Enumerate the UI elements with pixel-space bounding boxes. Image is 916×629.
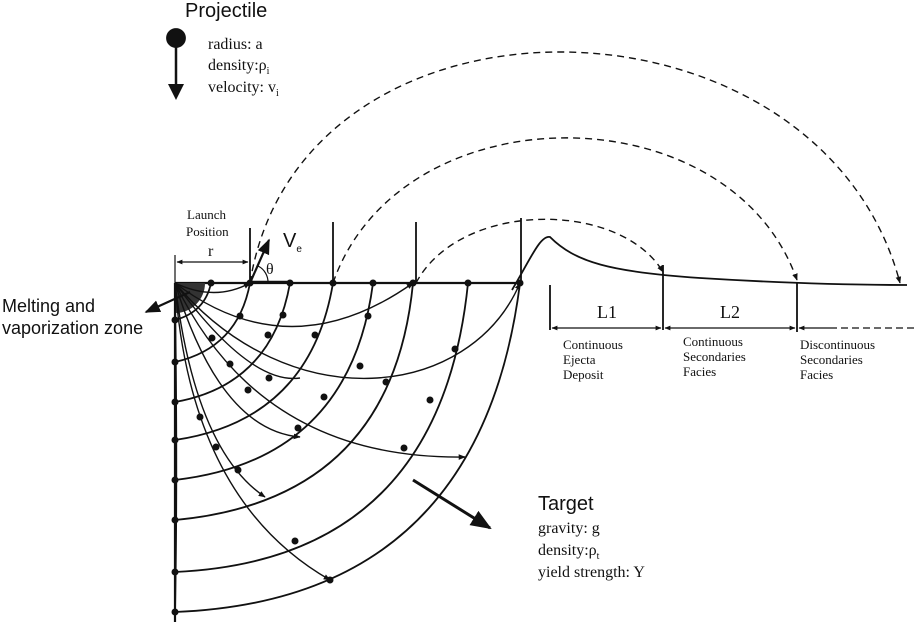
- projectile-radius: radius: a: [208, 36, 263, 53]
- target-gravity: gravity: g: [538, 520, 600, 537]
- theta-label: θ: [266, 261, 274, 278]
- excavation-streamlines: [174, 282, 521, 623]
- melting-label-1: Melting and: [2, 296, 96, 316]
- zone-label-line: Secondaries: [800, 351, 863, 367]
- projectile-icon: [166, 28, 186, 100]
- projectile-velocity-label: velocity: v: [208, 79, 276, 96]
- projectile-density-sub: i: [266, 66, 270, 78]
- projectile-density: density:ρi: [208, 57, 269, 78]
- zone-label-line: Continuous: [563, 337, 623, 352]
- projectile-density-label: density:ρ: [208, 57, 267, 74]
- continuous-ejecta-label: Continuous Ejecta Deposit: [563, 337, 623, 383]
- l1-label: L1: [597, 302, 617, 322]
- ve-label-main: V: [283, 230, 297, 252]
- ve-label-sub: e: [296, 244, 302, 255]
- ve-arrow: [248, 238, 271, 284]
- melting-zone-arrow: [144, 290, 191, 314]
- zone-label-line: Deposit: [563, 366, 604, 382]
- zone-label-line: Ejecta: [563, 351, 596, 367]
- target-density-label: density:ρ: [538, 542, 597, 559]
- projectile-velocity: velocity: vi: [208, 79, 279, 100]
- discontinuous-secondaries-label: Discontinuous Secondaries Facies: [800, 337, 876, 383]
- melting-label-2: vaporization zone: [2, 318, 144, 338]
- r-label: r: [208, 243, 214, 260]
- target-arrow: [412, 478, 492, 530]
- zone-label-line: Secondaries: [683, 348, 746, 364]
- grid-nodes: [171, 279, 524, 616]
- target-title: Target: [538, 493, 594, 515]
- ve-label: Ve: [283, 230, 302, 256]
- ballistic-trajectories: [249, 51, 902, 284]
- target-density-sub: t: [596, 551, 600, 563]
- projectile-velocity-sub: i: [275, 88, 279, 100]
- projectile-title: Projectile: [185, 0, 268, 22]
- zone-label-line: Facies: [800, 366, 834, 382]
- zone-label-line: Continuous: [683, 334, 743, 349]
- target-yield: yield strength: Y: [538, 564, 645, 581]
- launch-label-1: Launch: [187, 207, 226, 222]
- launch-label-2: Position: [186, 224, 229, 239]
- zone-label-line: Facies: [683, 363, 717, 379]
- zone-label-line: Discontinuous: [800, 337, 876, 352]
- l2-label: L2: [720, 302, 740, 322]
- continuous-secondaries-label: Continuous Secondaries Facies: [683, 334, 746, 380]
- target-density: density:ρt: [538, 542, 599, 563]
- crater-rim-ejecta-profile: [511, 236, 908, 291]
- isobar-arcs: [174, 282, 521, 613]
